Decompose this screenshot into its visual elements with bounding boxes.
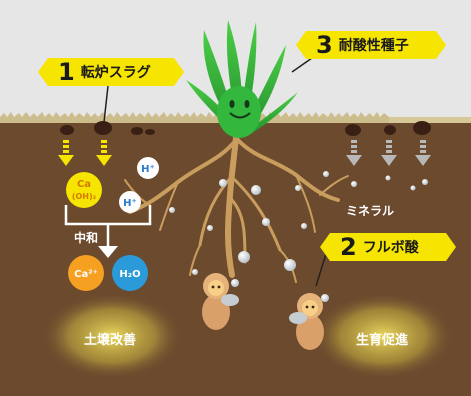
- growth-promotion-label: 生育促進: [356, 333, 409, 348]
- seeds-leader-line: [291, 57, 313, 73]
- slag-tag-label: 転炉スラグ: [80, 65, 151, 81]
- seeds-tag: 3 耐酸性種子: [296, 31, 446, 59]
- soil-improvement-label: 土壌改善: [84, 333, 137, 348]
- calcium-ion-circle: [68, 255, 104, 291]
- neutralization-label: 中和: [74, 231, 99, 245]
- fulvic-tag-number: 2: [340, 233, 357, 261]
- calcium-hydroxide-ca: Ca: [77, 179, 91, 190]
- plant-roots: [124, 125, 349, 283]
- hydrogen-ion-label-1: H⁺: [141, 164, 155, 175]
- water-label: H₂O: [119, 269, 140, 280]
- plant-eye-left: [229, 100, 235, 108]
- mineral-bubbles: [169, 171, 428, 302]
- slag-down-arrows: [58, 140, 112, 166]
- slag-tag: 1 転炉スラグ: [38, 58, 184, 86]
- fulvic-tag: 2 フルボ酸: [320, 233, 456, 261]
- slag-leader-line: [103, 85, 109, 123]
- slag-rocks: [60, 121, 431, 136]
- plant-smile: [229, 112, 251, 119]
- slag-tag-number: 1: [58, 58, 75, 86]
- hydrogen-ion-circle-2: [119, 191, 141, 213]
- neutralization-bracket: [64, 205, 152, 248]
- calcium-hydroxide-oh: (OH)₂: [72, 192, 97, 201]
- calcium-ion-label: Ca²⁺: [74, 269, 98, 280]
- calcium-hydroxide-circle: [66, 172, 102, 208]
- minerals-label: ミネラル: [346, 204, 395, 218]
- microbe-characters: [202, 273, 324, 350]
- hydrogen-ion-label-2: H⁺: [123, 198, 137, 209]
- growth-promotion-glow: [311, 292, 455, 380]
- water-circle: [112, 255, 148, 291]
- neutralization-arrow: [98, 246, 118, 258]
- soil-improvement-glow: [40, 292, 184, 380]
- seeds-tag-number: 3: [316, 31, 333, 59]
- seeds-tag-label: 耐酸性種子: [338, 38, 409, 54]
- fulvic-tag-label: フルボ酸: [362, 240, 419, 256]
- plant-eye-right: [244, 100, 250, 108]
- mineral-down-arrows: [346, 140, 431, 166]
- fulvic-leader-line: [315, 253, 327, 287]
- hydrogen-ion-circle-1: [137, 157, 159, 179]
- plant-seedling: [186, 20, 298, 138]
